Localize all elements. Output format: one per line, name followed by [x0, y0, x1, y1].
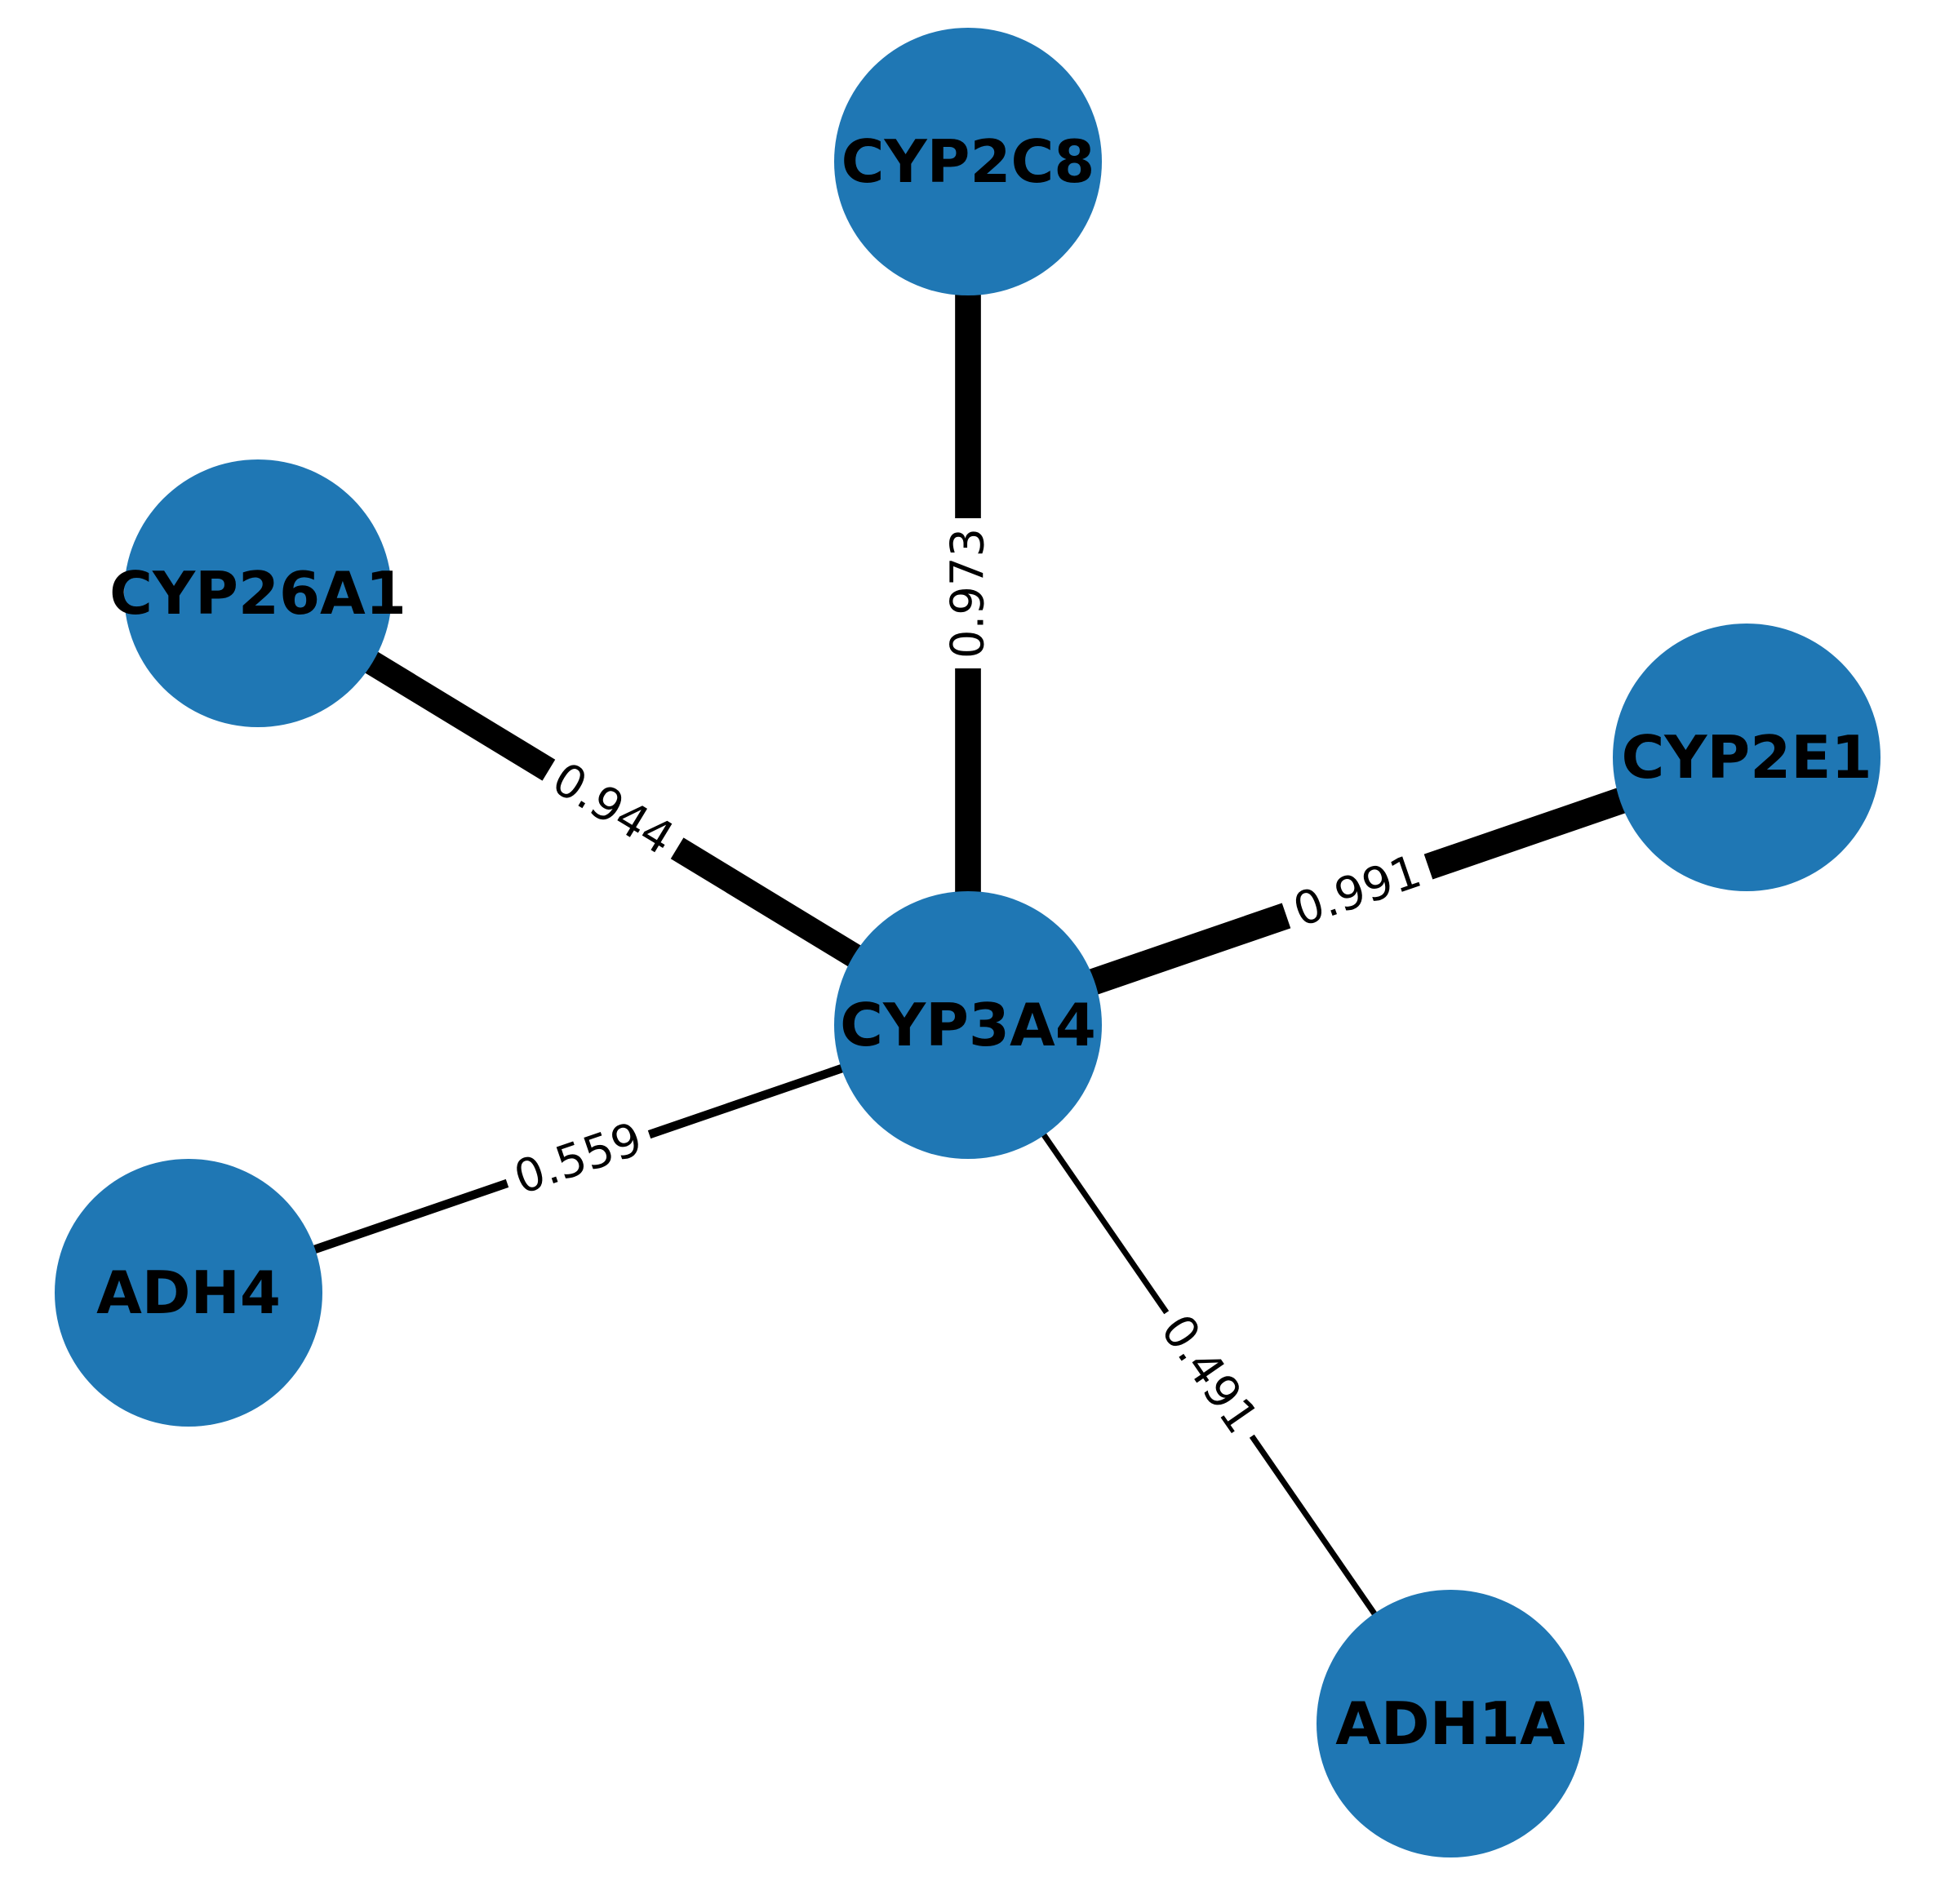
node-adh1a: ADH1A [1317, 1590, 1584, 1857]
node-label: ADH1A [1335, 1689, 1565, 1758]
node-cyp3a4: CYP3A4 [834, 891, 1102, 1159]
edge-weight-label: 0.559 [508, 1112, 649, 1205]
edge-weight-label: 0.973 [942, 528, 995, 659]
node-adh4: ADH4 [55, 1159, 322, 1427]
node-cyp2e1: CYP2E1 [1613, 624, 1880, 891]
node-label: CYP2E1 [1621, 723, 1872, 792]
node-circle [1613, 624, 1880, 891]
edge-weight-label: 0.991 [1287, 845, 1428, 938]
node-circle [834, 28, 1102, 295]
node-label: ADH4 [96, 1258, 281, 1327]
node-label: CYP2C8 [841, 127, 1095, 196]
node-circle [834, 891, 1102, 1159]
node-label: CYP3A4 [840, 991, 1096, 1059]
node-circle [1317, 1590, 1584, 1857]
node-cyp26a1: CYP26A1 [109, 459, 406, 727]
edge-weight-label: 0.944 [544, 752, 683, 866]
node-circle [55, 1159, 322, 1427]
node-cyp2c8: CYP2C8 [834, 28, 1102, 295]
edge-weight-label: 0.491 [1150, 1306, 1268, 1444]
node-circle [124, 459, 392, 727]
node-label: CYP26A1 [109, 559, 406, 628]
